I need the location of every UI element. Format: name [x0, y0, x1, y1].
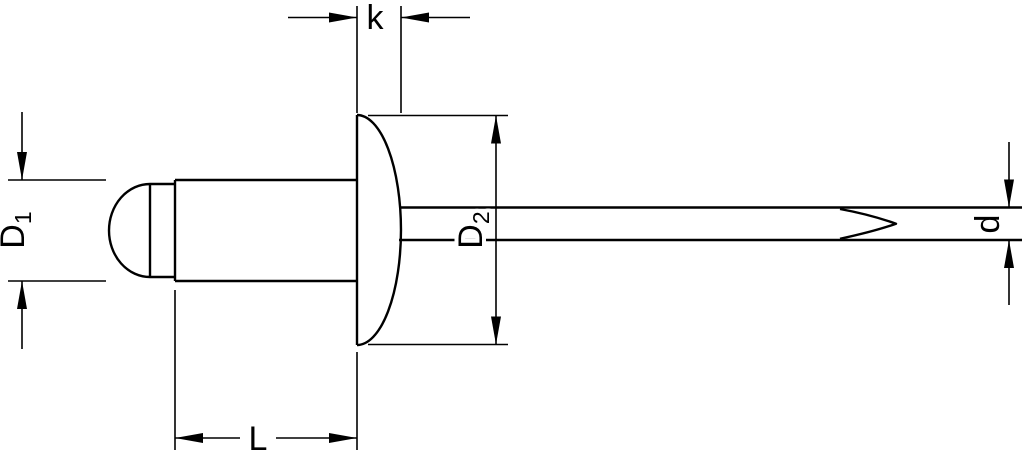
rivet-outline: [107, 113, 1022, 347]
dimension-d1: D1: [0, 112, 106, 349]
arrowhead-down-icon: [17, 152, 27, 180]
dimension-k: k: [288, 0, 470, 113]
mandrel-breakpoint-notch: [839, 207, 898, 240]
dimension-d2: D2: [368, 114, 508, 346]
dimension-d: d: [965, 142, 1014, 305]
dimension-label-d2-subscript: 2: [468, 211, 494, 224]
arrowhead-down-icon: [491, 316, 501, 345]
mandrel-stem: [399, 206, 1022, 242]
rivet-flange: [355, 113, 403, 347]
arrowhead-up-icon: [1004, 240, 1014, 268]
arrowhead-left-icon: [175, 433, 203, 443]
dimension-l: L: [174, 290, 358, 458]
dimension-label-l: L: [249, 420, 268, 458]
arrowhead-down-icon: [1004, 179, 1014, 208]
rivet-body: [173, 178, 357, 283]
dimension-label-d1-base: D: [0, 224, 32, 249]
dimension-label-d1: D1: [0, 211, 36, 248]
arrowhead-right-icon: [329, 433, 357, 443]
arrowhead-left-icon: [401, 12, 429, 23]
arrowhead-up-icon: [491, 115, 501, 144]
mandrel-head-dome: [107, 182, 175, 279]
dimension-label-d1-subscript: 1: [10, 211, 36, 224]
dimension-label-d2-base: D: [452, 224, 490, 249]
arrowhead-up-icon: [17, 281, 27, 309]
dimension-label-d2: D2: [452, 211, 494, 248]
dimension-label-k: k: [367, 0, 385, 37]
dimension-label-d: d: [969, 215, 1007, 234]
arrowhead-right-icon: [329, 12, 357, 23]
